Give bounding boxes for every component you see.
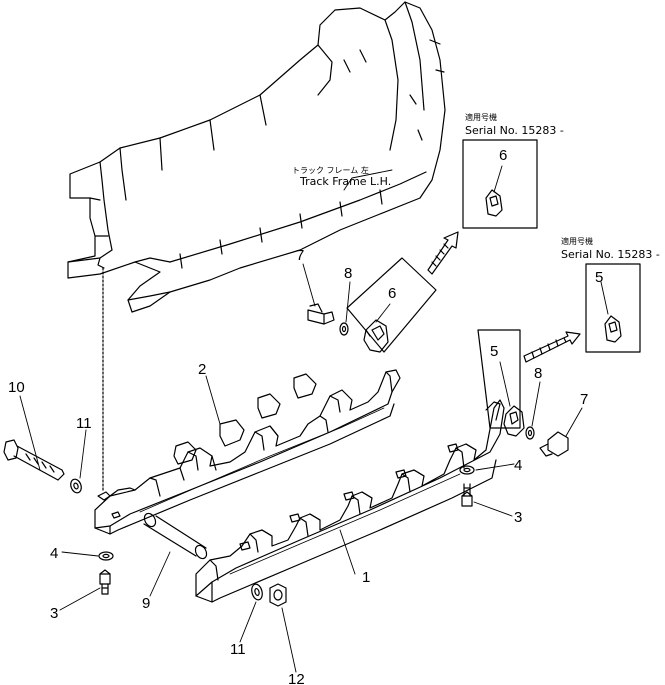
callout-4-right: 4 (514, 457, 522, 474)
clip-bracket-5 (503, 405, 525, 437)
inset-top-jp: 適用号機 (465, 112, 497, 122)
callout-tag-6 (346, 257, 437, 353)
callout-10: 10 (8, 379, 25, 396)
bolt-long (3, 439, 65, 481)
bolt-bracket-lower (539, 431, 569, 457)
bolt-short-left (99, 569, 111, 595)
inset-right-part: 5 (595, 269, 603, 286)
washer-bottom (251, 583, 263, 601)
callout-3-right: 3 (514, 509, 522, 526)
callout-2: 2 (198, 361, 206, 378)
inset-right-jp: 適用号機 (561, 236, 593, 246)
callout-1: 1 (362, 569, 370, 586)
detail-arrow-right (523, 331, 581, 363)
callout-8-lower: 8 (534, 365, 542, 382)
bolt-bracket-upper (307, 303, 335, 325)
callout-6: 6 (388, 285, 396, 302)
frame-label-jp: トラック フレーム 左 (292, 165, 369, 175)
callout-5: 5 (490, 343, 498, 360)
callout-11-bottom: 11 (230, 641, 246, 658)
inset-box-top (462, 139, 538, 229)
lock-washer-right (459, 465, 475, 475)
nut (269, 583, 287, 607)
callout-7-lower: 7 (580, 391, 588, 408)
track-frame (67, 1, 446, 313)
guard-bar-upper (94, 369, 401, 535)
inset-right-serial: Serial No. 15283 - (561, 248, 660, 261)
inset-box-right (585, 263, 641, 353)
callout-8-upper: 8 (344, 265, 352, 282)
callout-7-upper: 7 (296, 247, 304, 264)
callout-9: 9 (142, 595, 150, 612)
lock-washer-left (98, 551, 114, 561)
washer-lower (525, 426, 535, 440)
inset-clip-6 (485, 189, 503, 217)
inset-top-part: 6 (499, 147, 507, 164)
inset-clip-5 (604, 315, 622, 343)
guard-bar-lower (195, 399, 505, 603)
pin (143, 512, 208, 560)
bolt-short-right (461, 483, 473, 507)
callout-11-left: 11 (76, 415, 92, 432)
clip-bracket-6 (363, 319, 389, 353)
callout-3-left: 3 (50, 605, 58, 622)
washer-upper (339, 322, 349, 336)
callout-4-left: 4 (50, 545, 58, 562)
callout-12: 12 (288, 671, 305, 685)
detail-arrow-top (427, 231, 459, 275)
washer-left (70, 478, 82, 494)
inset-top-serial: Serial No. 15283 - (465, 124, 564, 137)
callout-tag-5 (477, 329, 521, 429)
frame-label-en: Track Frame L.H. (299, 175, 391, 188)
